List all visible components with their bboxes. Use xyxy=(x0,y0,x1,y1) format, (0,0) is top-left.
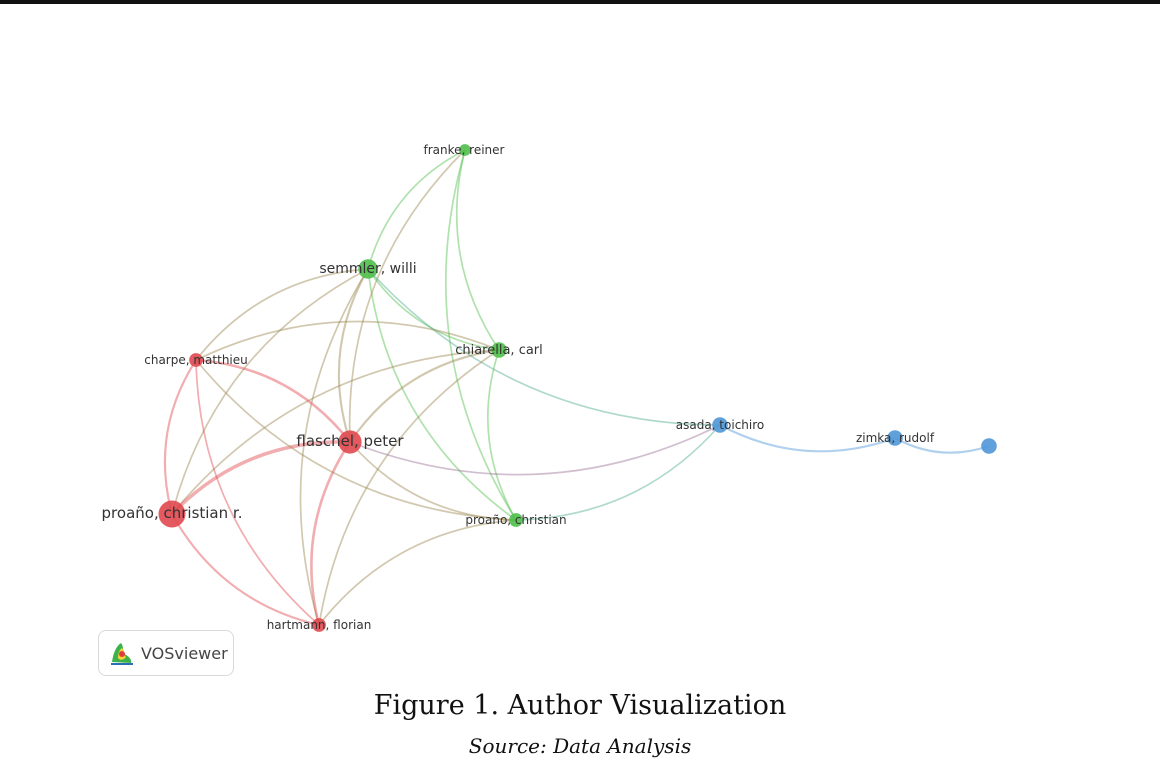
edge-chiarella-flaschel xyxy=(349,348,500,443)
edge-flaschel-proano_cr xyxy=(170,440,351,516)
edge-franke-chiarella xyxy=(455,149,500,351)
vosviewer-logo: VOSviewer xyxy=(98,630,234,676)
edge-chiarella-hartmann xyxy=(318,349,500,626)
edge-semmler-proano_c xyxy=(367,268,517,521)
edge-semmler-charpe xyxy=(195,268,369,361)
node-label-franke: franke, reiner xyxy=(424,143,505,157)
node-label-hartmann: hartmann, florian xyxy=(267,618,372,632)
edge-proano_cr-hartmann xyxy=(171,513,320,627)
node-label-flaschel: flaschel, peter xyxy=(296,432,404,450)
node-charpe[interactable] xyxy=(189,353,203,367)
node-label-chiarella: chiarella, carl xyxy=(455,343,543,358)
node-label-proano_c: proaño, christian xyxy=(465,513,566,527)
node-zimka[interactable] xyxy=(887,430,903,446)
edge-chiarella-charpe xyxy=(195,320,500,361)
node-hartmann[interactable] xyxy=(312,618,326,632)
vosviewer-logo-icon xyxy=(111,643,133,665)
edge-charpe-hartmann xyxy=(195,359,320,626)
figure-source: Source: Data Analysis xyxy=(468,734,692,758)
node-asada[interactable] xyxy=(712,417,728,433)
node-franke[interactable] xyxy=(459,144,471,156)
edge-semmler-asada xyxy=(367,268,721,426)
node-label-zimka: zimka, rudolf xyxy=(856,431,935,445)
label-layer: franke, reiner semmler, willi chiarella, c… xyxy=(102,143,935,632)
node-layer xyxy=(158,144,997,632)
edge-flaschel-charpe xyxy=(195,358,352,443)
edge-semmler-chiarella xyxy=(367,268,500,351)
edge-chiarella-proano_cr xyxy=(171,349,500,515)
edge-flaschel-proano_c xyxy=(349,441,517,521)
node-label-asada: asada, toichiro xyxy=(676,418,765,432)
edge-semmler-hartmann xyxy=(299,268,369,626)
edge-layer xyxy=(163,149,990,627)
edge-franke-proano_c xyxy=(444,149,517,521)
node-label-charpe: charpe, matthieu xyxy=(144,353,248,367)
edge-chiarella-proano_c xyxy=(487,349,517,521)
edge-zimka-blue_unlabeled xyxy=(894,437,990,454)
figure-caption: Figure 1. Author Visualization xyxy=(373,690,787,721)
edge-flaschel-asada xyxy=(349,424,721,476)
node-blue_unlabeled[interactable] xyxy=(981,438,997,454)
edge-semmler-proano_cr xyxy=(171,268,369,515)
edge-proano_c-hartmann xyxy=(318,519,517,626)
node-chiarella[interactable] xyxy=(491,342,507,358)
node-semmler[interactable] xyxy=(358,259,378,279)
node-label-semmler: semmler, willi xyxy=(319,261,416,277)
node-flaschel[interactable] xyxy=(338,430,362,454)
node-proano_cr[interactable] xyxy=(158,500,186,528)
vosviewer-logo-text: VOSviewer xyxy=(141,643,228,663)
author-network-diagram: franke, reiner semmler, willi chiarella, c… xyxy=(102,143,997,632)
edge-flaschel-hartmann xyxy=(310,441,352,626)
edge-charpe-proano_c xyxy=(195,359,517,521)
top-rule xyxy=(0,0,1160,4)
edge-franke-flaschel xyxy=(348,149,466,443)
node-label-proano_cr: proaño, christian r. xyxy=(102,504,243,522)
edge-charpe-proano_cr xyxy=(163,359,197,515)
edge-semmler-flaschel xyxy=(337,268,369,443)
edge-franke-semmler xyxy=(367,149,466,270)
edge-asada-zimka xyxy=(719,424,896,453)
node-proano_c[interactable] xyxy=(509,513,523,527)
edge-proano_c-asada xyxy=(515,424,721,521)
